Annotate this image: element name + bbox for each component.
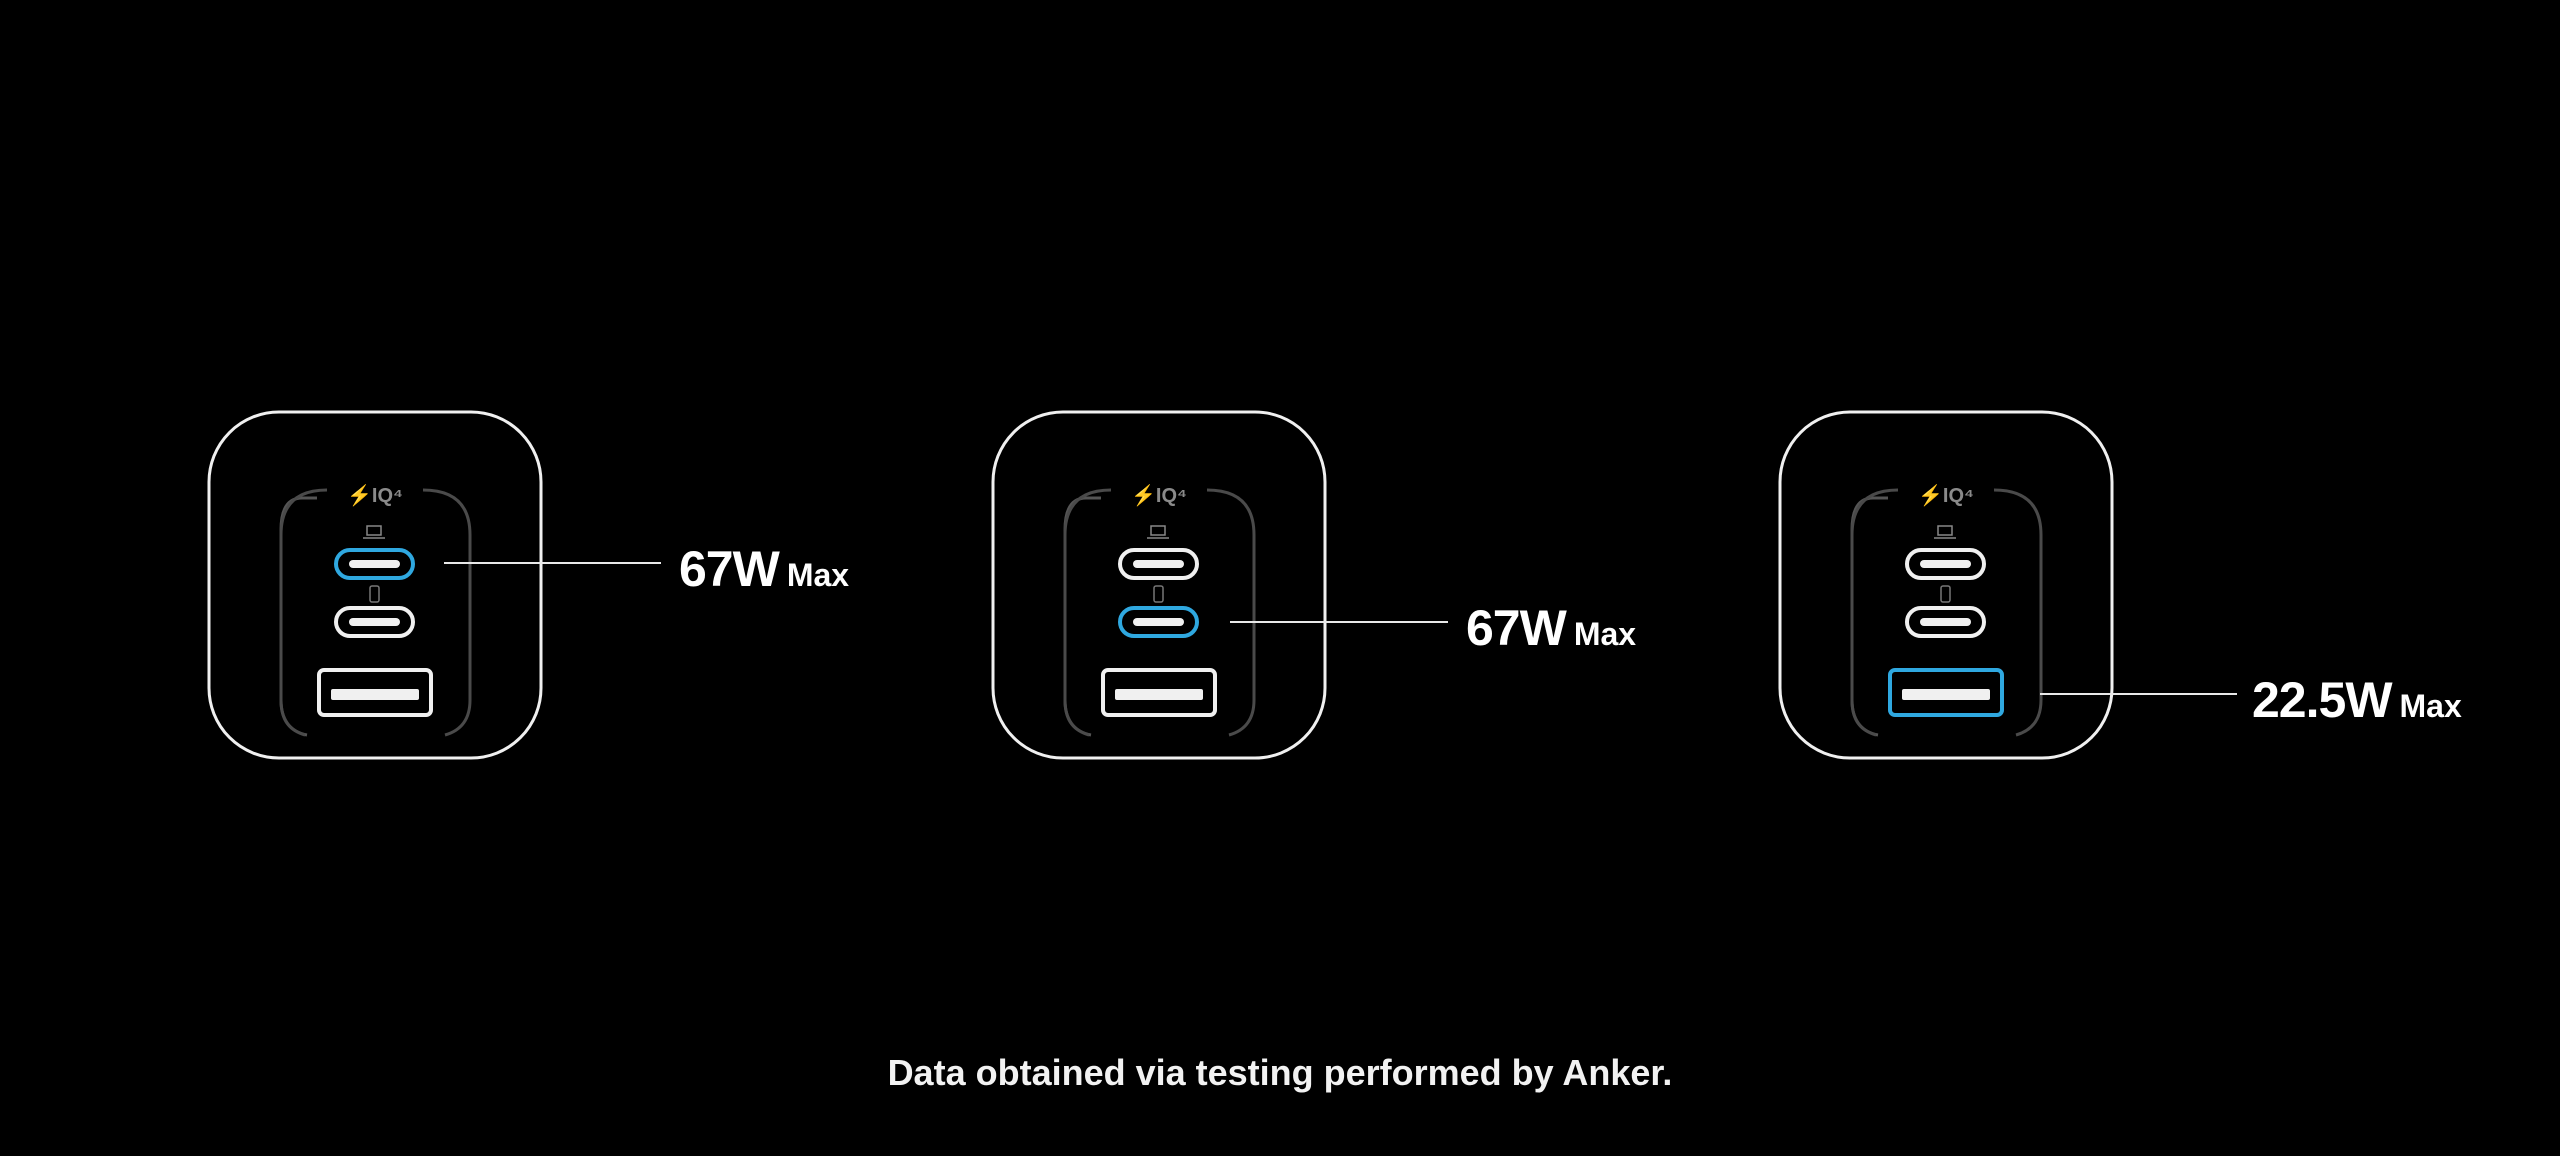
inner-frame-right-arc — [1206, 488, 1256, 737]
inner-frame-left — [1850, 496, 1888, 737]
iq-logo: ⚡IQ⁴ — [1918, 483, 1974, 507]
charger-diagram-2: ⚡IQ⁴ — [991, 410, 1327, 760]
charger-diagram-1: ⚡IQ⁴ — [207, 410, 543, 760]
inner-frame-right-arc — [422, 488, 472, 737]
inner-frame-left — [1063, 496, 1101, 737]
inner-frame-left — [279, 496, 317, 737]
inner-frame-left-arc — [1850, 488, 1899, 737]
power-value: 67W — [679, 541, 780, 597]
footer-disclaimer: Data obtained via testing performed by A… — [887, 1052, 1673, 1093]
iq-logo: ⚡IQ⁴ — [347, 483, 403, 507]
inner-frame-right-arc — [1993, 488, 2043, 737]
charger-body — [207, 410, 543, 760]
charger-body — [991, 410, 1327, 760]
usb-a-port — [1888, 668, 2004, 717]
power-unit: Max — [2399, 688, 2462, 724]
laptop-icon — [1147, 525, 1169, 539]
power-value: 22.5W — [2252, 672, 2393, 728]
usb-c-port-1 — [334, 548, 415, 580]
inner-frame-left-arc — [1063, 488, 1112, 737]
power-value: 67W — [1466, 600, 1567, 656]
callout-line-3 — [2040, 693, 2237, 695]
usb-c-port-1 — [1905, 548, 1986, 580]
callout-line-1 — [444, 562, 661, 564]
inner-frame-left-arc — [279, 488, 328, 737]
usb-c-port-1 — [1118, 548, 1199, 580]
iq-logo: ⚡IQ⁴ — [1131, 483, 1187, 507]
charger-body — [1778, 410, 2114, 760]
usb-c-port-2 — [334, 606, 415, 638]
usb-c-port-2 — [1905, 606, 1986, 638]
charger-diagram-3: ⚡IQ⁴ — [1778, 410, 2114, 760]
usb-c-port-2 — [1118, 606, 1199, 638]
callout-line-2 — [1230, 621, 1448, 623]
usb-a-port — [1101, 668, 1217, 717]
phone-icon — [1153, 585, 1164, 603]
phone-icon — [1940, 585, 1951, 603]
laptop-icon — [363, 525, 385, 539]
usb-a-port — [317, 668, 433, 717]
laptop-icon — [1934, 525, 1956, 539]
phone-icon — [369, 585, 380, 603]
power-unit: Max — [786, 557, 850, 593]
power-unit: Max — [1573, 616, 1637, 652]
